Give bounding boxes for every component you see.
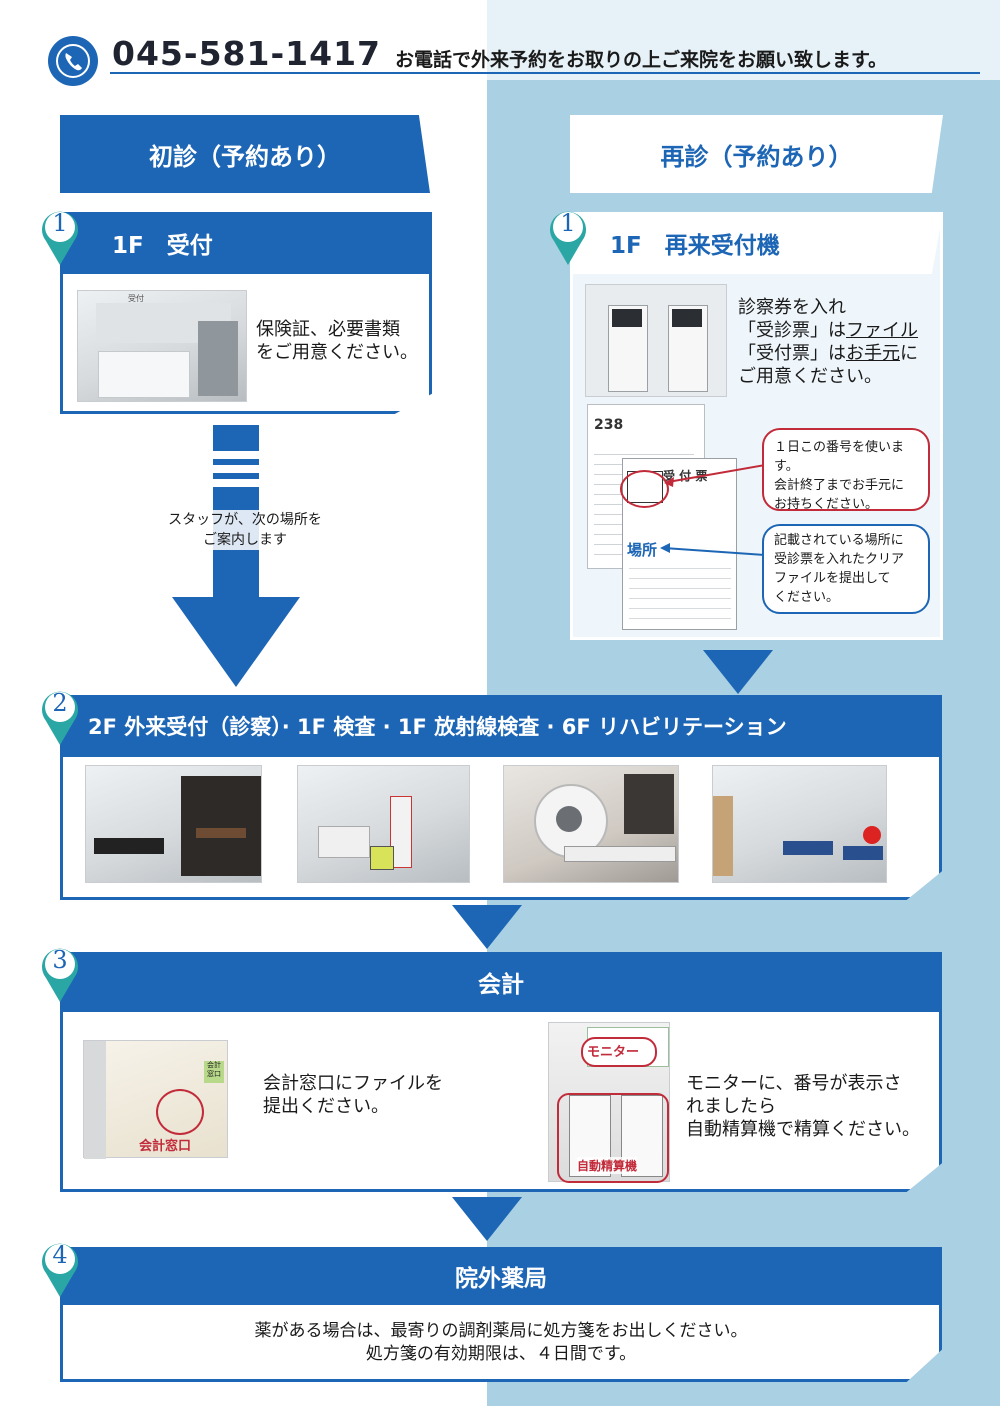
payment-machine-label: 自動精算機	[577, 1157, 638, 1174]
text-line: ファイルを提出して	[774, 571, 891, 586]
text-line: をご用意ください。	[256, 342, 418, 363]
staff-guide-text: スタッフが、次の場所を ご案内します	[140, 510, 350, 550]
text-line: １日この番号を使います。	[774, 440, 905, 474]
text-line: ください。	[774, 590, 840, 605]
step-number: 4	[52, 1241, 68, 1269]
text-emphasis: お手元	[846, 343, 900, 364]
step-pin-3: 3	[40, 942, 80, 1004]
mri-photo	[503, 765, 679, 883]
reception-photo: 受付	[77, 290, 247, 402]
step3-header: 会計	[60, 952, 942, 1012]
text-line: 「受診票」はファイル	[738, 319, 918, 342]
step3-right-text: モニターに、番号が表示さ れましたら 自動精算機で精算ください。	[686, 1072, 920, 1141]
header-message: お電話で外来予約をお取りの上ご来院をお願い致します。	[395, 49, 888, 71]
number-highlight-circle	[620, 470, 669, 508]
down-arrow-step3	[452, 905, 522, 949]
slip-title: 受 付 票	[663, 469, 708, 483]
down-arrow-step4	[452, 1197, 522, 1241]
text-line: スタッフが、次の場所を	[168, 512, 322, 528]
step3-title: 会計	[478, 972, 524, 998]
text-line: 記載されている場所に	[774, 533, 904, 548]
phone-icon	[48, 36, 98, 86]
step4-text: 薬がある場合は、最寄りの調剤薬局に処方箋をお出しください。 処方箋の有効期限は、…	[60, 1320, 942, 1366]
text-line: 診察券を入れ	[738, 297, 846, 318]
step-number: 2	[52, 689, 68, 717]
kiosk-photo	[585, 284, 727, 397]
rehabilitation-photo	[712, 765, 887, 883]
slip-place: 場所	[627, 541, 658, 559]
note-keep-number: １日この番号を使います。 会計終了までお手元に お持ちください。	[762, 428, 930, 512]
first-visit-title: 初診（予約あり）	[149, 142, 341, 171]
cashier-sign: 会計 窓口	[204, 1061, 224, 1083]
first-visit-step1-title: 1F 受付	[112, 233, 213, 259]
payment-machine-photo: モニター 自動精算機	[548, 1022, 670, 1183]
slip-number: 238	[594, 417, 624, 433]
text-line: 受診票を入れたクリア	[774, 552, 905, 567]
step2-title: 2F 外来受付（診察）· 1F 検査 · 1F 放射線検査 · 6F リハビリテ…	[88, 715, 787, 739]
return-visit-step1-title: 1F 再来受付機	[610, 233, 780, 259]
exam-room-photo	[85, 765, 262, 883]
step-number: 3	[52, 946, 68, 974]
first-visit-banner: 初診（予約あり）	[60, 115, 430, 193]
text-part: 「受付票」は	[738, 343, 846, 364]
text-line: 自動精算機で精算ください。	[686, 1119, 920, 1140]
step-number: 1	[560, 209, 576, 237]
right-background-top	[487, 0, 1000, 80]
return-visit-step1-text: 診察券を入れ 「受診票」はファイル 「受付票」はお手元に ご用意ください。	[738, 296, 918, 388]
down-arrow-right	[703, 650, 773, 694]
text-line: 提出ください。	[263, 1096, 389, 1117]
text-line: 「受付票」はお手元に	[738, 342, 918, 365]
text-line: ご案内します	[203, 532, 287, 548]
step-pin-1-left: 1	[40, 205, 80, 267]
cashier-window-label: 会計窓口	[139, 1139, 192, 1154]
return-visit-banner: 再診（予約あり）	[570, 115, 943, 193]
first-visit-step1-header: 1F 受付	[60, 212, 432, 274]
header-underline	[110, 72, 980, 74]
text-part: に	[900, 343, 918, 364]
step4-title: 院外薬局	[455, 1266, 547, 1292]
down-arrow-left	[172, 425, 300, 690]
step4-header: 院外薬局	[60, 1247, 942, 1305]
return-visit-step1-header: 1F 再来受付機	[570, 212, 943, 274]
text-line: モニターに、番号が表示さ	[686, 1073, 902, 1094]
phone-number[interactable]: 045-581-1417	[112, 34, 382, 73]
step2-header: 2F 外来受付（診察）· 1F 検査 · 1F 放射線検査 · 6F リハビリテ…	[60, 695, 942, 757]
reception-photo-label: 受付	[128, 294, 144, 303]
step3-left-text: 会計窓口にファイルを 提出ください。	[263, 1072, 443, 1118]
text-line: お持ちください。	[774, 497, 879, 512]
monitor-label: モニター	[587, 1045, 640, 1060]
first-visit-step1-text: 保険証、必要書類 をご用意ください。	[256, 318, 418, 364]
step-pin-4: 4	[40, 1237, 80, 1299]
step-pin-1-right: 1	[548, 205, 588, 267]
text-part: 「受診票」は	[738, 320, 846, 341]
note-submit-file: 記載されている場所に 受診票を入れたクリア ファイルを提出して ください。	[762, 524, 930, 614]
text-emphasis: ファイル	[846, 320, 918, 341]
return-visit-title: 再診（予約あり）	[660, 142, 853, 171]
pointer-arrows	[660, 464, 766, 556]
text-line: 薬がある場合は、最寄りの調剤薬局に処方箋をお出しください。	[254, 1321, 748, 1341]
text-line: れましたら	[686, 1096, 776, 1117]
text-line: 会計終了までお手元に	[774, 478, 905, 493]
cashier-window-photo: 会計 窓口 会計窓口	[83, 1040, 228, 1159]
step-pin-2: 2	[40, 685, 80, 747]
text-line: ご用意ください。	[738, 366, 882, 387]
text-line: 保険証、必要書類	[256, 319, 400, 340]
text-line: 処方箋の有効期限は、４日間です。	[365, 1344, 637, 1364]
text-line: 会計窓口にファイルを	[263, 1073, 443, 1094]
step-number: 1	[52, 209, 68, 237]
lab-photo	[297, 765, 470, 883]
